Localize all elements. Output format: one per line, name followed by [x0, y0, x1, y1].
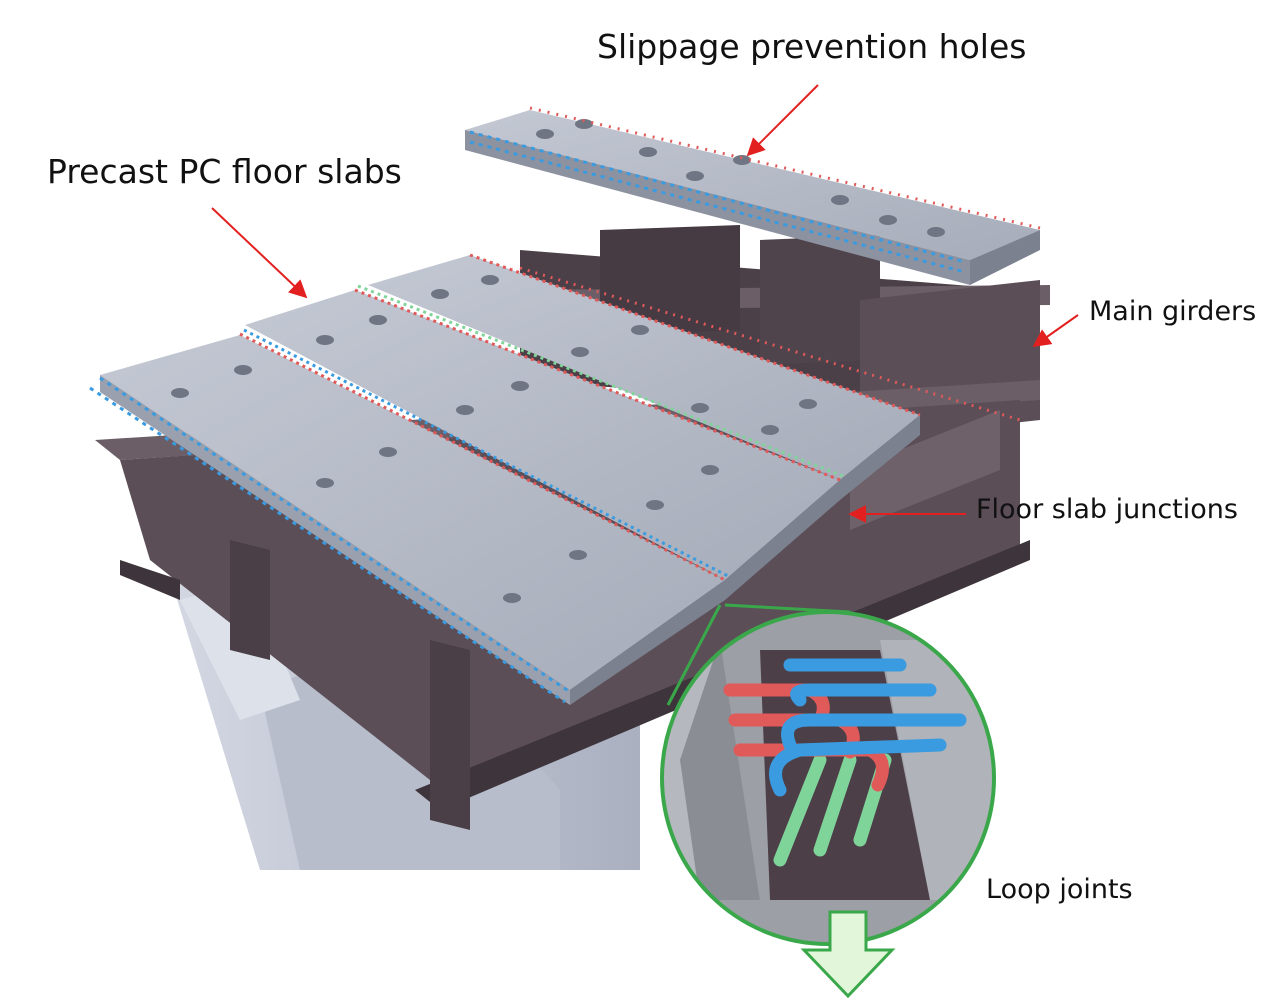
loop-rebars	[89, 106, 1041, 704]
floor-slab-2	[245, 290, 840, 600]
arrow-main-girders	[1032, 314, 1079, 348]
label-slippage-holes: Slippage prevention holes	[597, 27, 1027, 66]
arrow-slippage	[746, 84, 819, 157]
leader-arrows	[211, 84, 1079, 523]
arrow-precast	[211, 207, 308, 299]
floor-slab-lifted	[465, 110, 1040, 285]
label-precast-slabs: Precast PC floor slabs	[47, 152, 402, 191]
floor-slab-1	[100, 335, 725, 705]
floor-slab-3	[368, 255, 920, 500]
label-loop-joints: Loop joints	[986, 874, 1133, 905]
loop-joint-detail	[660, 603, 996, 946]
down-arrow-icon	[800, 910, 896, 998]
label-main-girders: Main girders	[1089, 296, 1257, 327]
precast-floor-slabs	[100, 110, 1040, 705]
slippage-holes	[171, 119, 945, 603]
label-slab-junctions: Floor slab junctions	[976, 494, 1238, 525]
